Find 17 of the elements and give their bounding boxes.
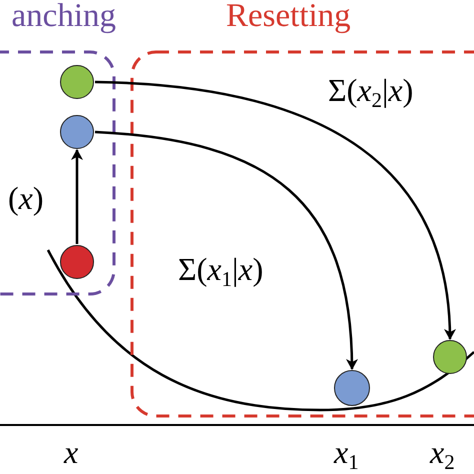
region-title: anching [12,0,116,36]
edge-label: Σ(x$_{2}$|x) [328,72,414,108]
edge-label: Σ(x$_{1}$|x) [178,251,264,287]
particle-circle [60,245,94,279]
axis-tick-label: x$_{1}$ [334,434,359,470]
particle-circle [60,115,94,149]
axis-tick-label: x [64,434,78,470]
axis-tick-label: x$_{2}$ [430,434,455,470]
arrow [71,149,83,244]
particle-circle [334,370,370,406]
arrow [94,80,456,340]
region-title: Resetting [226,0,351,36]
particle-circle [433,340,467,374]
edge-label: (x) [8,180,44,216]
arrow [94,130,358,370]
particle-circle [60,65,94,99]
branching-region [0,0,116,296]
